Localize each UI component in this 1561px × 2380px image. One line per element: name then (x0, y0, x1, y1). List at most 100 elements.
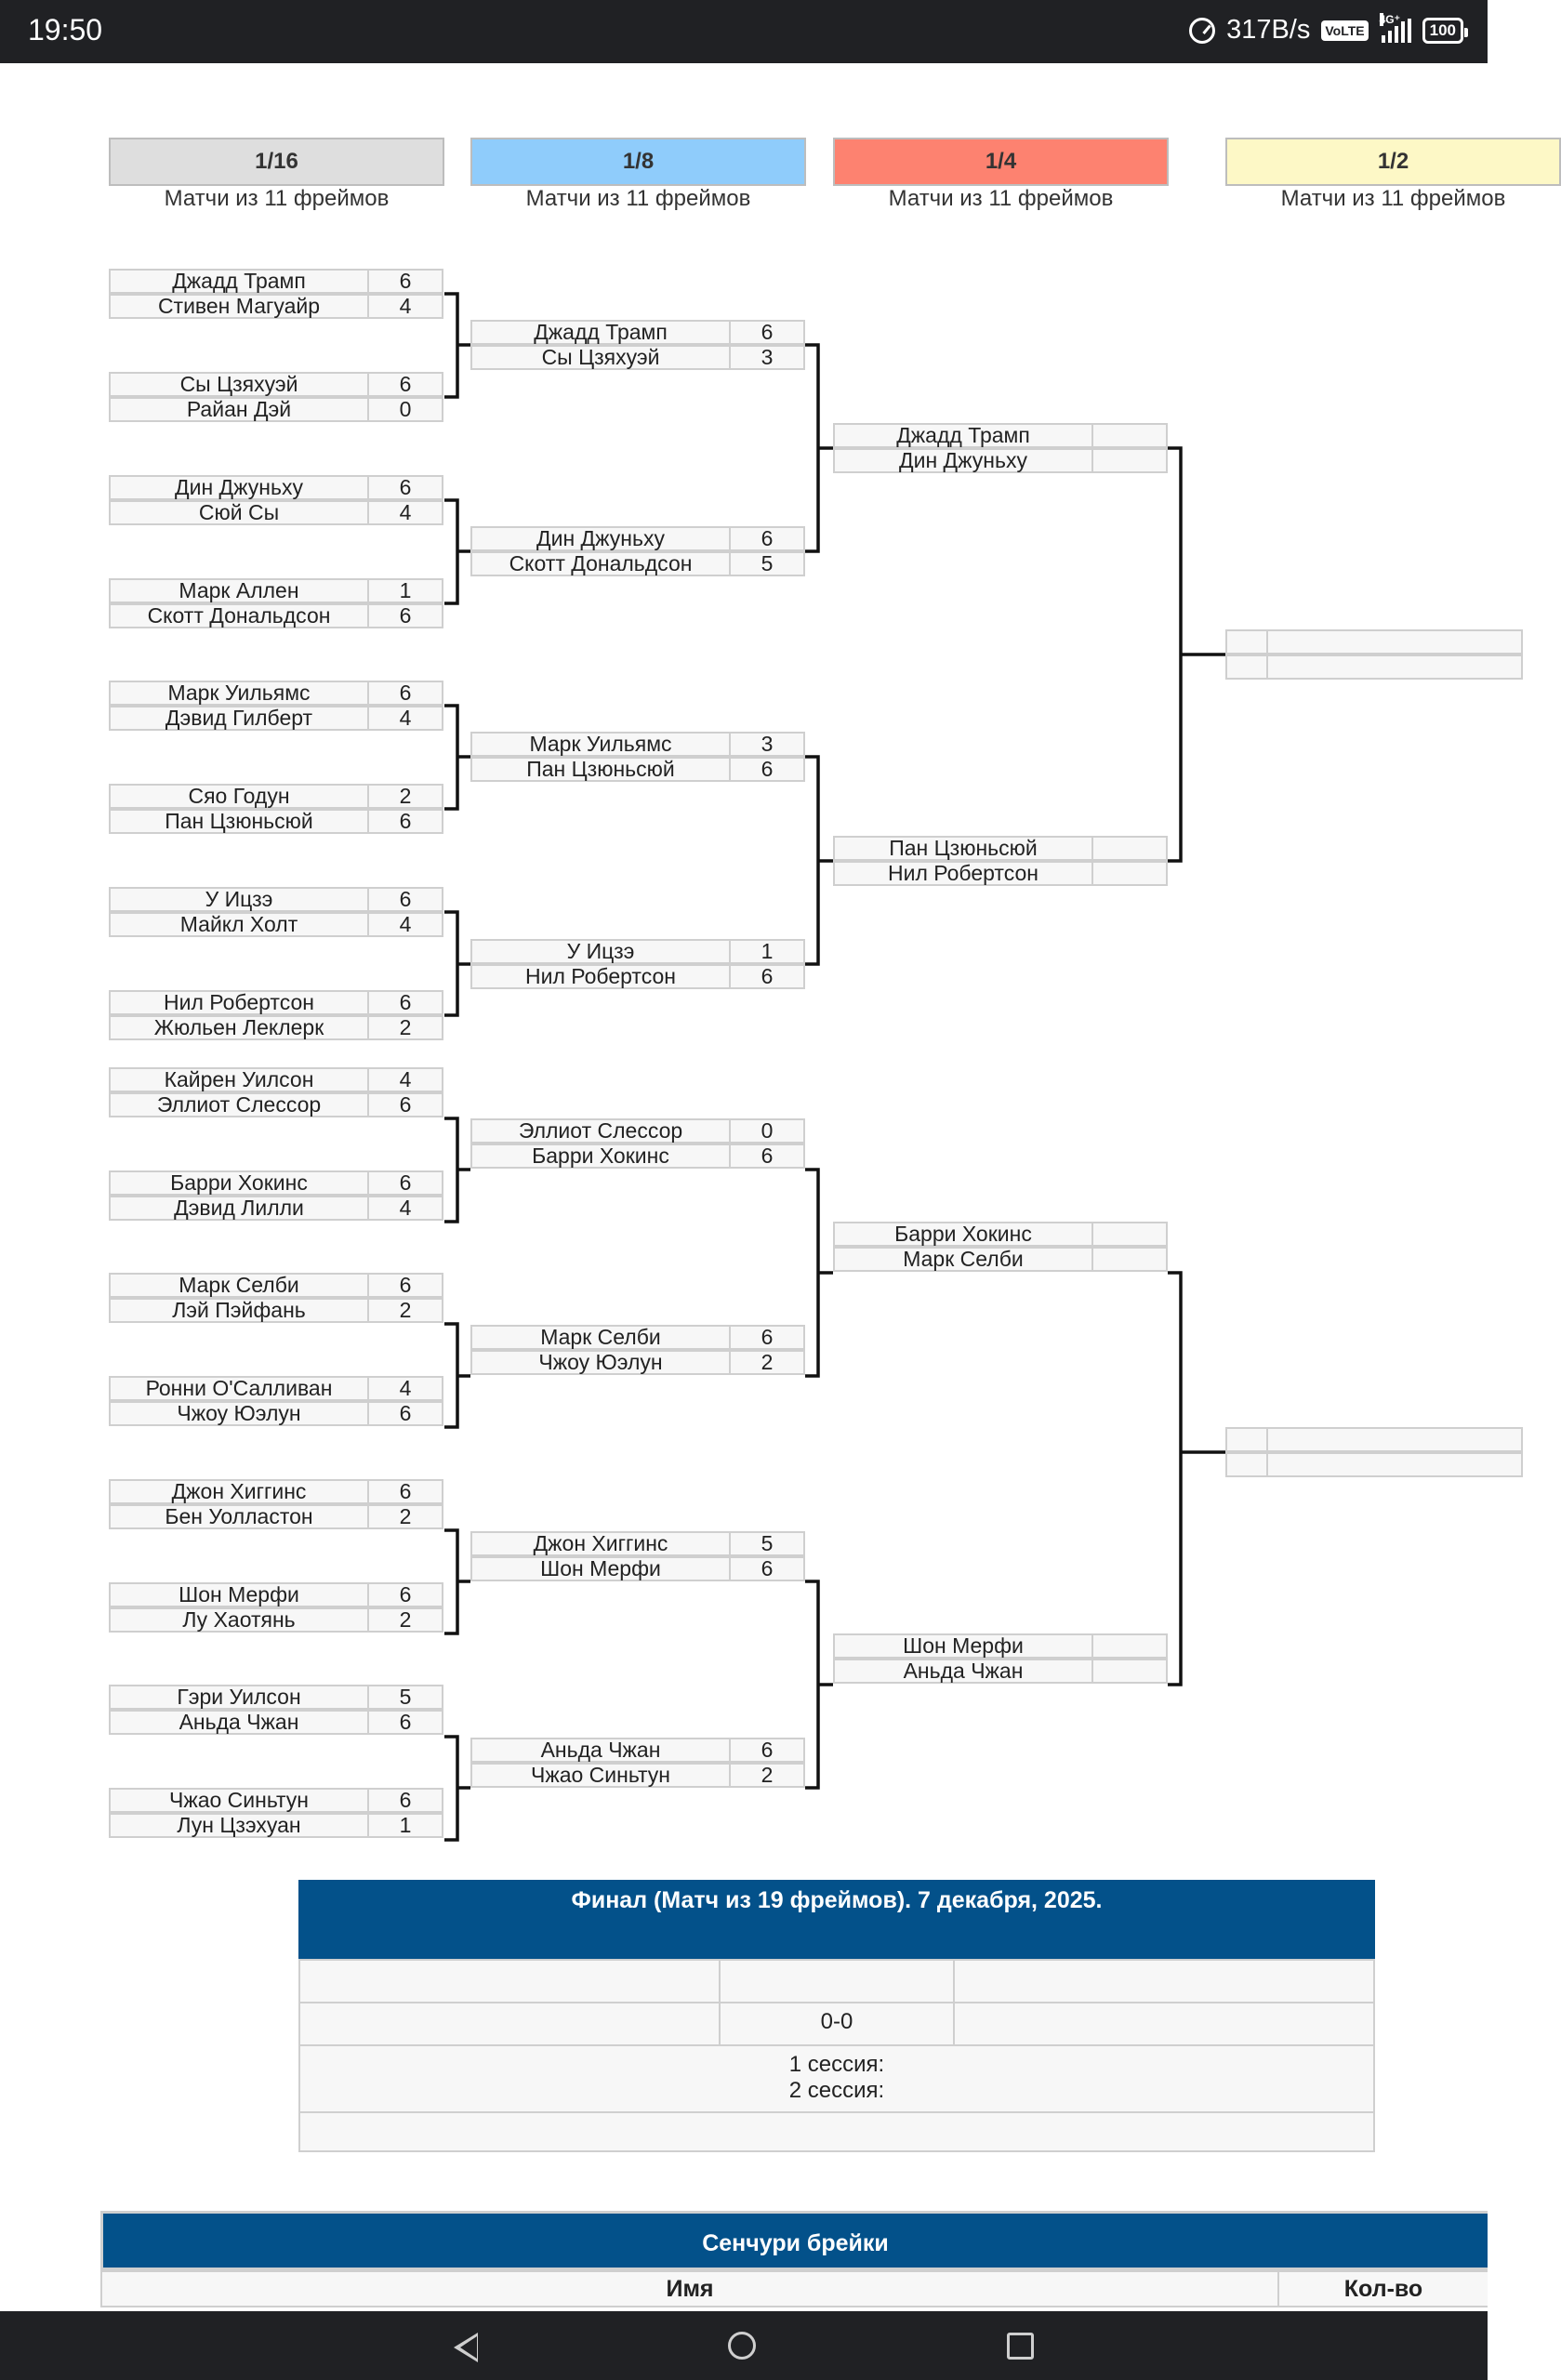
player-name: Чжао Синьтун (472, 1765, 731, 1786)
player-name: Джон Хиггинс (472, 1533, 731, 1554)
player-row: Барри Хокинс 6 (470, 1144, 805, 1169)
player-score (1093, 425, 1166, 446)
final-session-1: 1 сессия: (788, 2052, 885, 2077)
player-score: 6 (399, 1170, 412, 1195)
player-row: Сы Цзяхуэй 6 (109, 372, 443, 397)
player-row: Чжоу Юэлун 6 (109, 1401, 443, 1426)
player-row: Дин Джуньху (833, 448, 1168, 473)
player-name: Шон Мерфи (472, 1558, 731, 1580)
bracket-connectors (444, 292, 1225, 1842)
player-name: Дэвид Гилберт (111, 707, 369, 729)
player-row (1225, 1427, 1523, 1452)
player-score: 6 (399, 1401, 412, 1425)
player-name: Сы Цзяхуэй (111, 374, 369, 395)
final-player-1 (300, 1961, 721, 2002)
player-row: Дэвид Лилли 4 (109, 1196, 443, 1221)
player-name: Марк Селби (111, 1275, 369, 1296)
player-name: Джадд Трамп (472, 322, 731, 343)
player-name: Дин Джуньху (835, 450, 1093, 471)
player-name: Дин Джуньху (111, 477, 369, 498)
player-score: 4 (399, 1376, 412, 1400)
player-name: Лэй Пэйфань (111, 1300, 369, 1321)
final-footer (300, 2113, 1373, 2150)
player-name: Барри Хокинс (472, 1145, 731, 1167)
player-row: Марк Селби 6 (470, 1325, 805, 1350)
player-score: 6 (761, 964, 774, 988)
player-name: Чжао Синьтун (111, 1790, 369, 1811)
player-name: Джадд Трамп (835, 425, 1093, 446)
home-icon[interactable] (728, 2332, 756, 2360)
player-name: Нил Робертсон (111, 992, 369, 1013)
player-score: 0 (761, 1118, 774, 1143)
status-time: 19:50 (28, 13, 103, 46)
player-name: Сюй Сы (111, 502, 369, 523)
player-score: 6 (399, 990, 412, 1014)
recent-apps-icon[interactable] (1007, 2333, 1034, 2360)
player-score: 4 (399, 912, 412, 936)
player-row (1225, 1452, 1523, 1477)
player-name: Эллиот Слессор (111, 1094, 369, 1116)
round-subtitle-1-4: Матчи из 11 фреймов (888, 186, 1114, 211)
player-name: Аньда Чжан (111, 1712, 369, 1733)
final-footer-row (300, 2113, 1373, 2150)
final-table-body: 0-0 1 сессия: 2 сессия: (298, 1959, 1375, 2152)
player-name: Марк Аллен (111, 580, 369, 602)
player-name: Бен Уолластон (111, 1506, 369, 1527)
player-name: Дин Джуньху (472, 528, 731, 549)
player-name: Шон Мерфи (835, 1635, 1093, 1657)
player-name: Марк Селби (472, 1327, 731, 1348)
player-row (1225, 629, 1523, 654)
player-row: Ронни О'Салливан 4 (109, 1376, 443, 1401)
player-name: Шон Мерфи (111, 1584, 369, 1606)
final-spacer (300, 2003, 721, 2044)
player-score (1093, 1660, 1166, 1682)
player-score: 6 (399, 681, 412, 705)
player-score: 4 (399, 1196, 412, 1220)
player-score: 4 (399, 294, 412, 318)
player-score: 6 (761, 1144, 774, 1168)
player-row: Дэвид Гилберт 4 (109, 706, 443, 731)
centuries-header-row: Имя Кол-во (100, 2270, 1488, 2307)
player-name: Нил Робертсон (835, 863, 1093, 884)
player-score: 6 (399, 372, 412, 396)
player-name: Пан Цзюньсюй (835, 838, 1093, 859)
player-name: Дэвид Лилли (111, 1197, 369, 1219)
final-table: Финал (Матч из 19 фреймов). 7 декабря, 2… (298, 1880, 1375, 2152)
player-name: Чжоу Юэлун (111, 1403, 369, 1424)
player-score: 5 (399, 1685, 412, 1709)
player-score (1093, 450, 1166, 471)
back-icon[interactable] (454, 2333, 478, 2362)
status-bar: 19:50 317B/s VoLTE 4G⁺ 100 (0, 0, 1488, 63)
speedometer-icon (1189, 17, 1216, 44)
player-score: 6 (399, 1710, 412, 1734)
player-score: 4 (399, 706, 412, 730)
player-score: 6 (399, 269, 412, 293)
status-indicators: 317B/s VoLTE 4G⁺ 100 (1189, 12, 1469, 46)
final-sessions: 1 сессия: 2 сессия: (300, 2046, 1373, 2111)
player-name: Майкл Холт (111, 914, 369, 935)
player-name: Аньда Чжан (472, 1739, 731, 1761)
player-row (1225, 654, 1523, 680)
player-row: Барри Хокинс (833, 1222, 1168, 1247)
player-name: Лу Хаотянь (111, 1609, 369, 1631)
player-score: 2 (761, 1350, 774, 1374)
round-subtitle-1-16: Матчи из 11 фреймов (164, 186, 390, 211)
player-score: 6 (761, 1325, 774, 1349)
player-name: Ронни О'Салливан (111, 1378, 369, 1399)
